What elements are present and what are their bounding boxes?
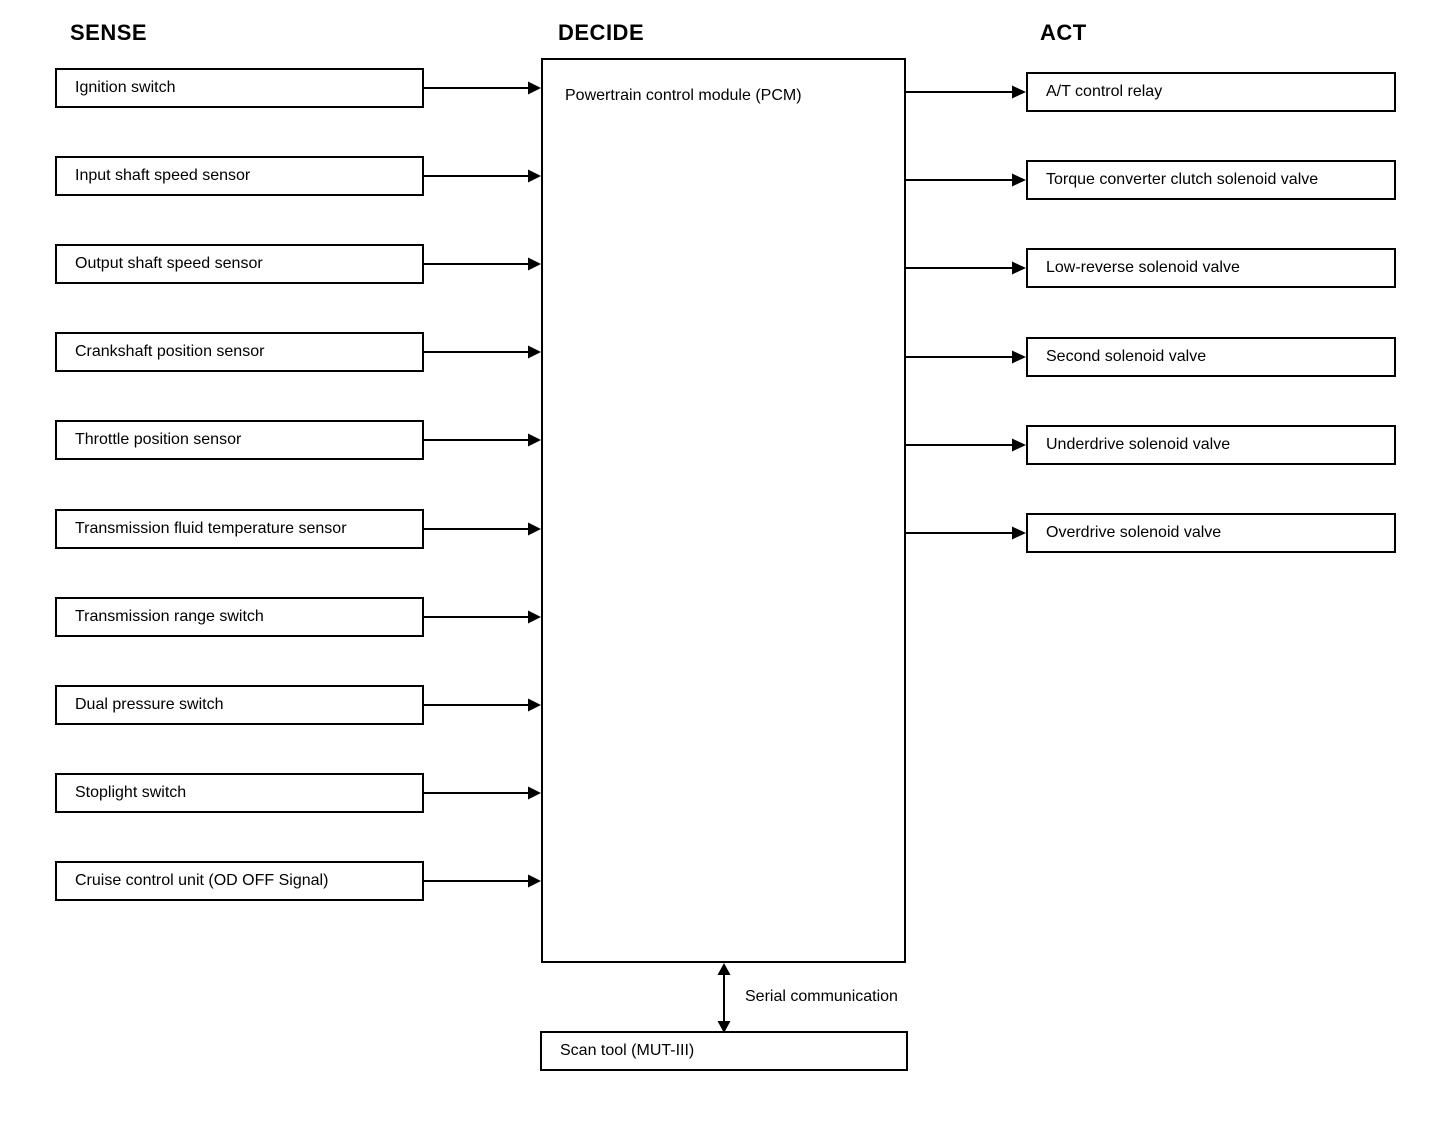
arrow-pcm-to-torque-converter-clutch-solenoid-valve (906, 173, 1026, 187)
act-node-label: Torque converter clutch solenoid valve (1046, 171, 1319, 189)
arrow-input-shaft-speed-sensor-to-pcm (424, 169, 541, 183)
arrow-pcm-to-low-reverse-solenoid-valve (906, 261, 1026, 275)
sense-node-label: Dual pressure switch (75, 696, 224, 714)
scan-tool-node[interactable]: Scan tool (MUT-III) (540, 1031, 908, 1071)
arrow-pcm-to-at-control-relay (906, 85, 1026, 99)
arrow-throttle-position-sensor-to-pcm (424, 433, 541, 447)
sense-node-label: Cruise control unit (OD OFF Signal) (75, 872, 329, 890)
column-header-sense: SENSE (70, 20, 148, 45)
act-node-second-solenoid-valve[interactable]: Second solenoid valve (1026, 337, 1396, 377)
sense-node-label: Input shaft speed sensor (75, 167, 251, 185)
sense-node-input-shaft-speed-sensor[interactable]: Input shaft speed sensor (55, 156, 424, 196)
act-node-label: Underdrive solenoid valve (1046, 436, 1231, 454)
sense-node-crankshaft-position-sensor[interactable]: Crankshaft position sensor (55, 332, 424, 372)
sense-node-label: Crankshaft position sensor (75, 343, 265, 361)
arrow-dual-pressure-switch-to-pcm (424, 698, 541, 712)
act-node-low-reverse-solenoid-valve[interactable]: Low-reverse solenoid valve (1026, 248, 1396, 288)
arrow-output-shaft-speed-sensor-to-pcm (424, 257, 541, 271)
serial-communication-label: Serial communication (745, 988, 898, 1005)
scan-tool-label: Scan tool (MUT-III) (560, 1042, 695, 1060)
arrow-cruise-control-unit-to-pcm (424, 874, 541, 888)
act-node-underdrive-solenoid-valve[interactable]: Underdrive solenoid valve (1026, 425, 1396, 465)
column-header-act: ACT (1040, 20, 1087, 45)
column-header-decide: DECIDE (558, 20, 645, 45)
arrow-pcm-to-overdrive-solenoid-valve (906, 526, 1026, 540)
act-node-label: A/T control relay (1046, 83, 1163, 101)
sense-node-label: Stoplight switch (75, 784, 187, 802)
act-node-label: Second solenoid valve (1046, 348, 1207, 366)
sense-node-cruise-control-unit[interactable]: Cruise control unit (OD OFF Signal) (55, 861, 424, 901)
pcm-label: Powertrain control module (PCM) (565, 87, 802, 104)
arrow-stoplight-switch-to-pcm (424, 786, 541, 800)
sense-node-label: Output shaft speed sensor (75, 255, 263, 273)
arrow-pcm-to-underdrive-solenoid-valve (906, 438, 1026, 452)
decide-node-powertrain-control-module[interactable]: Powertrain control module (PCM) (541, 58, 906, 963)
sense-node-label: Transmission fluid temperature sensor (75, 520, 347, 538)
sense-node-label: Ignition switch (75, 79, 176, 97)
sense-node-transmission-range-switch[interactable]: Transmission range switch (55, 597, 424, 637)
sense-node-stoplight-switch[interactable]: Stoplight switch (55, 773, 424, 813)
arrow-pcm-to-second-solenoid-valve (906, 350, 1026, 364)
act-node-torque-converter-clutch-solenoid-valve[interactable]: Torque converter clutch solenoid valve (1026, 160, 1396, 200)
act-node-label: Low-reverse solenoid valve (1046, 259, 1240, 277)
sense-node-label: Throttle position sensor (75, 431, 242, 449)
arrow-transmission-fluid-temperature-sensor-to-pcm (424, 522, 541, 536)
sense-node-transmission-fluid-temperature-sensor[interactable]: Transmission fluid temperature sensor (55, 509, 424, 549)
sense-node-output-shaft-speed-sensor[interactable]: Output shaft speed sensor (55, 244, 424, 284)
act-node-overdrive-solenoid-valve[interactable]: Overdrive solenoid valve (1026, 513, 1396, 553)
sense-node-dual-pressure-switch[interactable]: Dual pressure switch (55, 685, 424, 725)
arrow-pcm-scan-tool-serial-bidirectional (717, 963, 731, 1033)
arrow-crankshaft-position-sensor-to-pcm (424, 345, 541, 359)
arrow-transmission-range-switch-to-pcm (424, 610, 541, 624)
sense-node-throttle-position-sensor[interactable]: Throttle position sensor (55, 420, 424, 460)
act-node-at-control-relay[interactable]: A/T control relay (1026, 72, 1396, 112)
sense-node-ignition-switch[interactable]: Ignition switch (55, 68, 424, 108)
arrow-ignition-switch-to-pcm (424, 81, 541, 95)
act-node-label: Overdrive solenoid valve (1046, 524, 1222, 542)
sense-node-label: Transmission range switch (75, 608, 264, 626)
